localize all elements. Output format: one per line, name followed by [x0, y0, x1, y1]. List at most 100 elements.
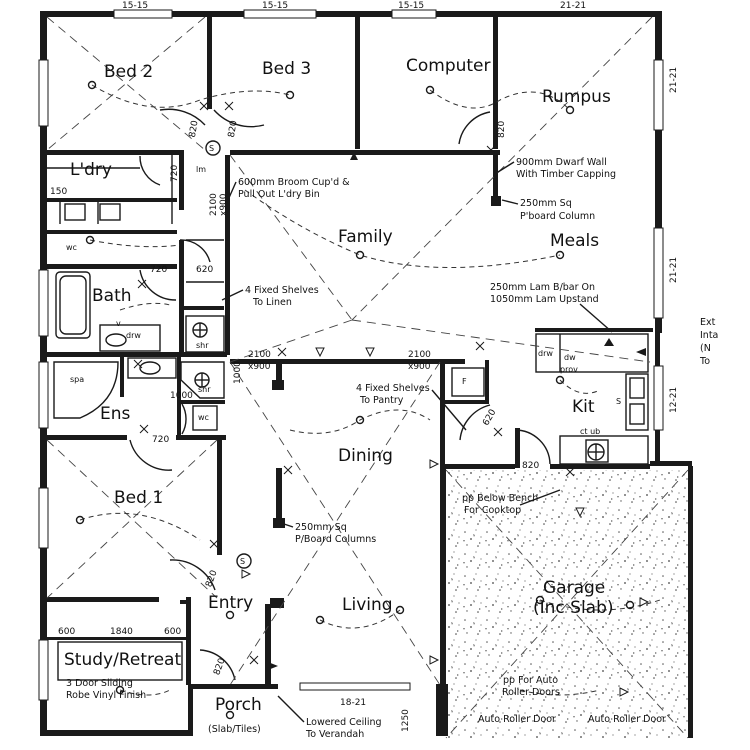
note-ext-line2: Inta	[700, 330, 718, 341]
note-autodoor-line1: pp For Auto	[503, 675, 558, 686]
note-robe-line1: 3 Door Sliding	[66, 678, 133, 689]
dim-x900-b: x900	[248, 362, 271, 372]
doors	[129, 108, 551, 681]
note-broom-line1: 600mm Broom Cup'd &	[238, 177, 350, 188]
smoke-alarms: S S	[205, 140, 252, 569]
note-ext-line3: (N	[700, 343, 711, 354]
leader-lines	[221, 161, 613, 723]
room-bed2: Bed 2	[104, 62, 153, 82]
dim-1000-b: 1000	[170, 391, 193, 401]
dim-820-a: 820	[188, 120, 201, 139]
symbol-spa: spa	[70, 375, 84, 384]
dim-1840: 1840	[110, 627, 133, 637]
symbol-cupboard: ct ub	[580, 427, 600, 436]
note-column-line1: 250mm Sq	[520, 198, 572, 209]
room-family: Family	[338, 227, 393, 247]
note-cooktop-line1: pp Below Bench	[462, 493, 538, 504]
dim-top-a: 15-15	[122, 1, 148, 11]
dim-2100-a: 2100	[209, 193, 219, 216]
ceiling-lines	[46, 16, 689, 739]
room-computer: Computer	[406, 56, 491, 76]
note-linen-line2: To Linen	[252, 297, 292, 308]
room-bath: Bath	[92, 286, 132, 306]
note-bench-line2: 1050mm Lam Upstand	[490, 294, 599, 305]
symbol-shower-1: shr	[196, 341, 209, 350]
dimensions: 15-15 15-15 15-15 21-21 21-21 21-21 12-2…	[50, 1, 679, 732]
symbol-provision: prov	[560, 365, 578, 374]
dim-18-21: 18-21	[340, 698, 366, 708]
note-pboard-line1: 250mm Sq	[295, 522, 347, 533]
note-broom-line2: Pull Out L'dry Bin	[238, 189, 320, 200]
dim-2100-c: 2100	[408, 350, 431, 360]
room-study: Study/Retreat	[64, 650, 181, 670]
dim-720-c: 720	[152, 435, 169, 445]
dim-720-b: 720	[150, 265, 167, 275]
dim-right-a: 21-21	[669, 67, 679, 93]
note-pantry-line1: 4 Fixed Shelves	[356, 383, 430, 394]
dim-820-d: 820	[204, 569, 219, 589]
electrical-runs	[79, 84, 661, 696]
room-garage: Garage	[543, 578, 605, 598]
dim-top-d: 21-21	[560, 1, 586, 11]
note-cooktop-line2: For Cooktop	[464, 505, 521, 516]
room-entry: Entry	[208, 593, 253, 613]
dim-150: 150	[50, 187, 67, 197]
room-meals: Meals	[550, 231, 599, 251]
dim-x900-c: x900	[408, 362, 431, 372]
columns	[265, 196, 501, 684]
room-bed3: Bed 3	[262, 59, 311, 79]
dim-600-a: 600	[58, 627, 75, 637]
symbol-vanity: v	[116, 319, 121, 328]
dim-right-b: 21-21	[669, 257, 679, 283]
note-dwarf-line2: With Timber Capping	[516, 169, 616, 180]
joinery	[47, 155, 649, 681]
room-rumpus: Rumpus	[542, 87, 611, 107]
note-column-line2: P'board Column	[520, 211, 595, 222]
dim-1250: 1250	[401, 709, 411, 732]
note-dwarf-line1: 900mm Dwarf Wall	[516, 157, 607, 168]
dim-620-a: 620	[196, 265, 213, 275]
note-ext-line1: Ext	[700, 317, 716, 328]
dim-right-c: 12-21	[669, 387, 679, 413]
svg-text:S: S	[209, 144, 214, 153]
note-bench-line1: 250mm Lam B/bar On	[490, 282, 595, 293]
symbol-shower-2: shr	[198, 385, 211, 394]
room-garage-sub: (Inc Slab)	[533, 598, 614, 618]
symbol-sink: S	[616, 397, 621, 406]
fixture-symbols: wc wc spa shr shr drw drw dw prov ct ub …	[66, 165, 621, 436]
windows	[38, 9, 664, 701]
dim-top-b: 15-15	[262, 1, 288, 11]
dim-600-b: 600	[164, 627, 181, 637]
interior-walls	[47, 17, 653, 685]
dim-620-b: 620	[481, 408, 498, 428]
dim-820-e: 820	[522, 461, 539, 471]
symbol-drawer-1: drw	[126, 331, 141, 340]
dim-820-c: 820	[497, 121, 507, 138]
dim-1000-a: 1000	[233, 361, 243, 384]
dim-2100-b: 2100	[248, 350, 271, 360]
room-ens: Ens	[100, 404, 131, 424]
power-markers	[241, 347, 650, 697]
note-linen-line1: 4 Fixed Shelves	[245, 285, 319, 296]
note-roller-door-b: Auto Roller Door	[588, 714, 666, 725]
annotations: 600mm Broom Cup'd & Pull Out L'dry Bin 9…	[66, 157, 718, 740]
note-ext-line4: To	[699, 356, 710, 367]
symbol-dishwasher: dw	[564, 353, 576, 362]
note-autodoor-line2: Roller Doors	[502, 687, 560, 698]
shower-heads	[192, 322, 605, 461]
light-fittings	[75, 80, 635, 720]
symbol-lm: lm	[196, 165, 206, 174]
dim-820-b: 820	[227, 120, 240, 139]
room-living: Living	[342, 595, 393, 615]
dim-x900-a: x900	[219, 193, 229, 216]
note-pboard-line2: P/Board Columns	[295, 534, 376, 545]
room-porch-sub: (Slab/Tiles)	[208, 724, 261, 735]
room-laundry: L'dry	[70, 160, 112, 180]
dim-top-c: 15-15	[398, 1, 424, 11]
room-bed1: Bed 1	[114, 488, 163, 508]
switches	[133, 101, 575, 665]
svg-text:S: S	[240, 557, 245, 566]
room-dining: Dining	[338, 446, 393, 466]
note-pantry-line2: To Pantry	[359, 395, 404, 406]
